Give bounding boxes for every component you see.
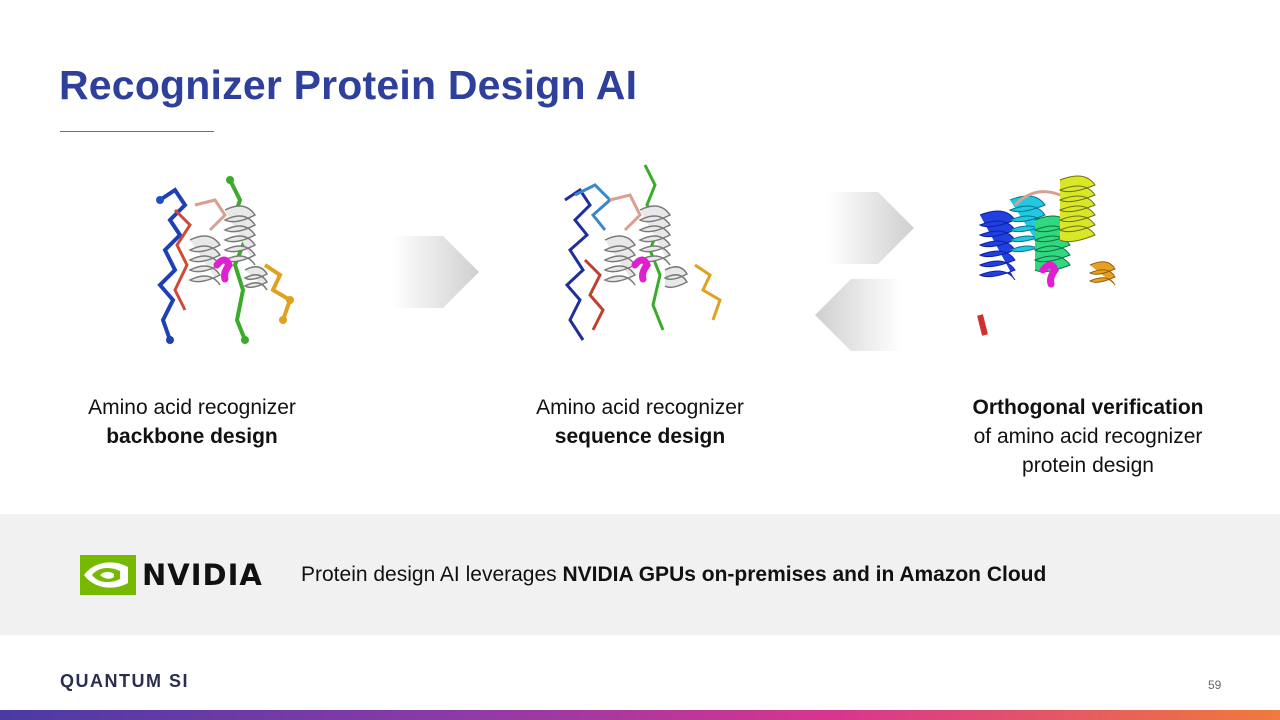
page-number: 59 [1208,678,1222,692]
protein-sequence-image [564,164,722,341]
title-underline [60,131,214,132]
caption-verification-line1: Orthogonal verification [972,396,1204,419]
right-arrow-2 [828,192,914,264]
caption-sequence-line1: Amino acid recognizer [536,396,744,419]
left-arrow [815,279,901,351]
caption-backbone-line2: backbone design [106,425,278,448]
band-statement-bold: NVIDIA GPUs on-premises and in Amazon Cl… [562,563,1047,586]
caption-sequence: Amino acid recognizer sequence design [500,393,780,451]
nvidia-eye-icon [80,555,136,595]
band-statement: Protein design AI leverages NVIDIA GPUs … [301,563,1046,587]
quantum-si-logo: QUANTUM SI [60,671,189,691]
right-arrow-1 [393,236,479,308]
protein-backbone-image [156,176,294,344]
bottom-gradient-bar [0,710,1280,720]
caption-sequence-line2: sequence design [554,425,726,448]
caption-backbone: Amino acid recognizer backbone design [52,393,332,451]
caption-backbone-line1: Amino acid recognizer [88,396,296,419]
band-statement-regular: Protein design AI leverages [301,563,563,586]
nvidia-band [0,514,1280,635]
caption-verification-line2: of amino acid recognizer [973,425,1203,448]
protein-rainbow-image [977,175,1116,336]
caption-verification: Orthogonal verification of amino acid re… [938,393,1238,480]
slide-title: Recognizer Protein Design AI [59,62,638,108]
caption-verification-line3: protein design [1022,454,1154,477]
nvidia-logo-text: NVIDIA [142,558,263,592]
